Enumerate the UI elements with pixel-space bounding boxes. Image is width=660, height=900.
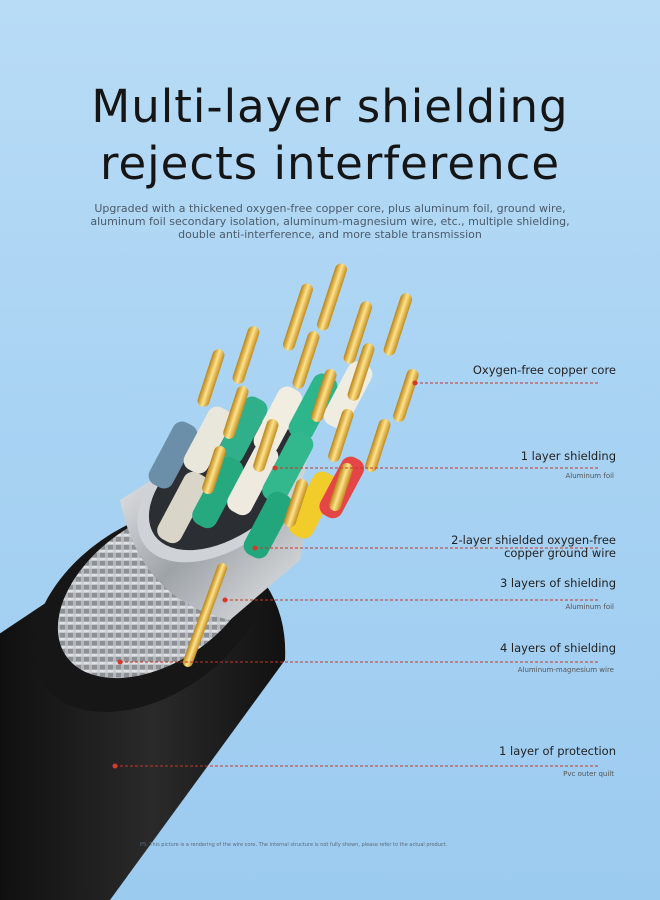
- callout-shield-4-material: Aluminum-magnesium wire: [517, 666, 614, 674]
- callout-shield-2-line-2: copper ground wire: [504, 546, 616, 560]
- callout-shield-4: 4 layers of shielding: [499, 641, 616, 655]
- description-line-2: aluminum foil secondary isolation, alumi…: [90, 215, 570, 228]
- callout-shield-3: 3 layers of shielding: [499, 576, 616, 590]
- headline: Multi-layer shielding rejects interferen…: [0, 78, 660, 192]
- callout-leaders: [115, 382, 598, 767]
- callout-dots: [112, 380, 418, 769]
- headline-line-2: rejects interference: [99, 137, 561, 190]
- callout-shield-2: 2-layer shielded oxygen-free: [451, 533, 616, 547]
- description-line-1: Upgraded with a thickened oxygen-free co…: [94, 202, 566, 215]
- description: Upgraded with a thickened oxygen-free co…: [10, 202, 650, 241]
- callout-shield-3-material: Aluminum foil: [565, 603, 615, 611]
- footnote: PS: This picture is a rendering of the w…: [140, 842, 448, 848]
- callout-protection: 1 layer of protection: [499, 744, 616, 758]
- callout-shield-1: 1 layer shielding: [520, 449, 616, 463]
- callout-protection-material: Pvc outer quilt: [563, 770, 614, 778]
- copper-pins: [182, 263, 419, 667]
- callout-copper-core: Oxygen-free copper core: [472, 363, 616, 377]
- callout-shield-1-material: Aluminum foil: [565, 472, 615, 480]
- description-line-3: double anti-interference, and more stabl…: [178, 228, 482, 241]
- headline-line-1: Multi-layer shielding: [91, 80, 569, 133]
